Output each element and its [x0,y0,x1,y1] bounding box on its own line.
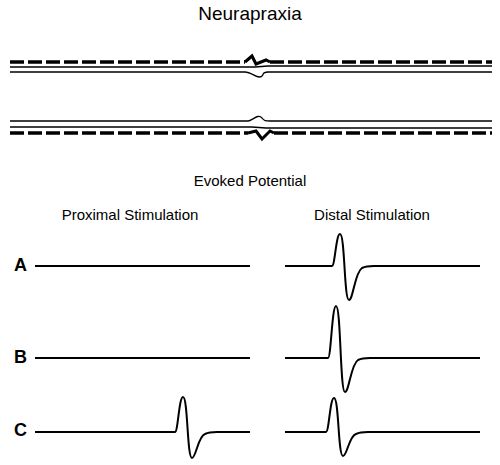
action-potential-trace [285,234,480,300]
action-potential-trace [285,306,480,392]
row-letter: A [14,256,27,274]
myelin-sheath [274,131,492,135]
myelin-lesion [248,131,274,139]
axon [10,127,492,128]
action-potential-trace [285,398,480,456]
flat-trace [35,265,250,267]
evoked-potentials [35,234,480,458]
myelin-sheath [10,60,245,64]
row-letter: B [14,348,27,366]
axon [10,116,492,121]
myelin-lesion [245,56,270,64]
column-heading: Distal Stimulation [314,207,430,222]
flat-trace [35,357,250,359]
diagram-title: Neurapraxia [198,4,302,23]
section-heading: Evoked Potential [194,173,307,188]
axon [10,72,492,77]
action-potential-trace [35,397,250,458]
myelin-sheath [270,60,492,64]
column-heading: Proximal Stimulation [62,207,199,222]
row-letter: C [14,421,27,439]
myelin-sheath [10,131,248,135]
nerve-fibers [10,56,492,139]
axon [10,66,492,67]
